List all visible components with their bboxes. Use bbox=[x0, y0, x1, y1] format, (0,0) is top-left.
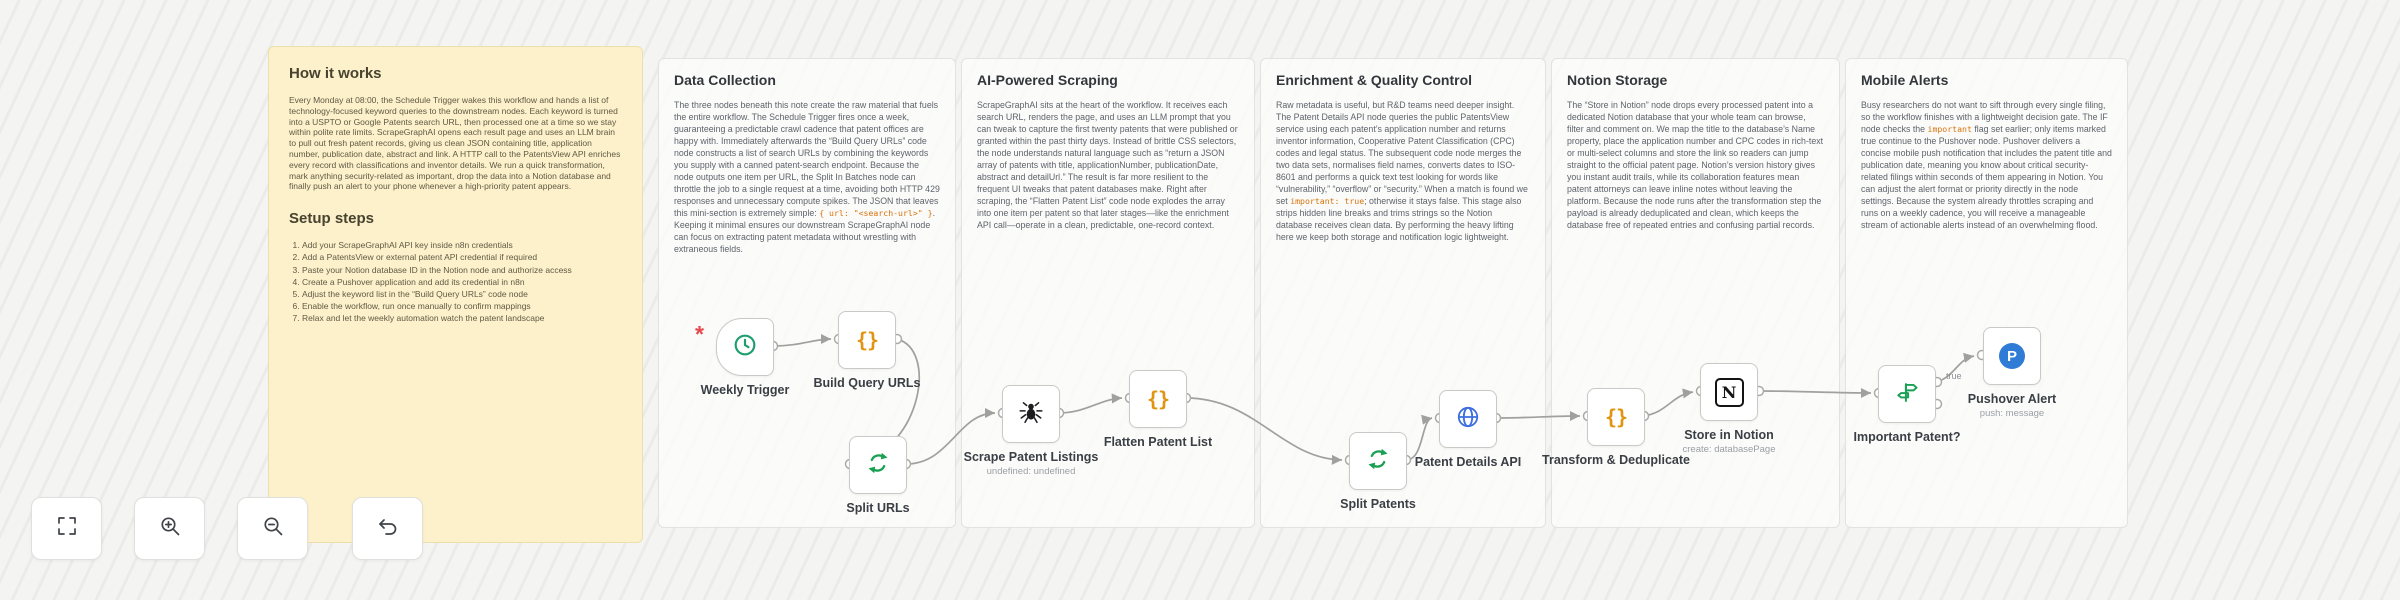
code-braces-icon: {} bbox=[1146, 387, 1170, 411]
setup-step: Add a PatentsView or external patent API… bbox=[302, 251, 622, 263]
loop-icon bbox=[865, 450, 891, 481]
code-braces-icon: {} bbox=[855, 328, 879, 352]
code-braces-icon: {} bbox=[1604, 405, 1628, 429]
node-sublabel: undefined: undefined bbox=[986, 466, 1076, 477]
undo-icon bbox=[376, 514, 400, 543]
node-label: Scrape Patent Listings bbox=[963, 450, 1099, 464]
node-label: Split URLs bbox=[846, 501, 910, 515]
node-label: Weekly Trigger bbox=[700, 383, 790, 397]
node-sublabel: create: databasePage bbox=[1682, 444, 1776, 455]
node-weekly-trigger[interactable]: Weekly Trigger bbox=[660, 318, 830, 397]
zoom-in-button[interactable] bbox=[134, 497, 205, 560]
sticky-subtitle: Setup steps bbox=[289, 210, 375, 228]
node-pushover-alert[interactable]: P Pushover Alert push: message bbox=[1927, 327, 2097, 419]
section-title: AI-Powered Scraping bbox=[977, 72, 1118, 88]
zoom-out-icon bbox=[261, 514, 285, 543]
globe-icon bbox=[1455, 404, 1481, 435]
trigger-issue-marker: * bbox=[695, 321, 704, 347]
section-panel-notion-storage[interactable]: Notion Storage The “Store in Notion” nod… bbox=[1551, 58, 1840, 528]
section-title: Mobile Alerts bbox=[1861, 72, 1949, 88]
zoom-in-icon bbox=[158, 514, 182, 543]
node-transform-deduplicate[interactable]: {} Transform & Deduplicate bbox=[1531, 388, 1701, 467]
sticky-title: How it works bbox=[289, 65, 382, 82]
node-label: Pushover Alert bbox=[1967, 392, 2057, 406]
setup-step: Relax and let the weekly automation watc… bbox=[302, 312, 622, 324]
node-flatten-patent-list[interactable]: {} Flatten Patent List bbox=[1073, 370, 1243, 449]
setup-step: Enable the workflow, run once manually t… bbox=[302, 300, 622, 312]
node-label: Store in Notion bbox=[1684, 428, 1774, 442]
section-panel-data-collection[interactable]: Data Collection The three nodes beneath … bbox=[658, 58, 956, 528]
node-important-patent-if[interactable]: Important Patent? bbox=[1822, 365, 1992, 444]
setup-step: Create a Pushover application and add it… bbox=[302, 276, 622, 288]
node-label: Build Query URLs bbox=[813, 376, 921, 390]
setup-steps-list: Add your ScrapeGraphAI API key inside n8… bbox=[289, 239, 622, 324]
node-label: Split Patents bbox=[1340, 497, 1416, 511]
clock-icon bbox=[732, 332, 758, 363]
pushover-icon: P bbox=[1999, 343, 2025, 369]
fit-view-button[interactable] bbox=[31, 497, 102, 560]
section-panel-mobile-alerts[interactable]: Mobile Alerts Busy researchers do not wa… bbox=[1845, 58, 2128, 528]
node-label: Important Patent? bbox=[1853, 430, 1961, 444]
node-store-in-notion[interactable]: N Store in Notion create: databasePage bbox=[1644, 363, 1814, 455]
section-body: The “Store in Notion” node drops every p… bbox=[1567, 100, 1824, 230]
notion-icon: N bbox=[1714, 377, 1744, 407]
node-label: Transform & Deduplicate bbox=[1542, 453, 1690, 467]
section-title: Data Collection bbox=[674, 72, 776, 88]
fit-view-icon bbox=[55, 514, 79, 543]
spider-icon bbox=[1018, 399, 1044, 430]
sticky-note-how-it-works[interactable]: How it works Every Monday at 08:00, the … bbox=[268, 46, 643, 543]
section-body: The three nodes beneath this note create… bbox=[674, 100, 940, 254]
section-title: Notion Storage bbox=[1567, 72, 1668, 88]
loop-icon bbox=[1365, 446, 1391, 477]
node-label: Patent Details API bbox=[1414, 455, 1522, 469]
node-scrape-patent-listings[interactable]: Scrape Patent Listings undefined: undefi… bbox=[946, 385, 1116, 477]
section-body: Raw metadata is useful, but R&D teams ne… bbox=[1276, 100, 1528, 242]
setup-step: Paste your Notion database ID in the Not… bbox=[302, 264, 622, 276]
section-title: Enrichment & Quality Control bbox=[1276, 72, 1473, 88]
if-signpost-icon bbox=[1894, 379, 1920, 410]
node-split-urls[interactable]: Split URLs bbox=[793, 436, 963, 515]
node-label: Flatten Patent List bbox=[1103, 435, 1213, 449]
node-patent-details-api[interactable]: Patent Details API bbox=[1383, 390, 1553, 469]
sticky-paragraph: Every Monday at 08:00, the Schedule Trig… bbox=[289, 95, 621, 192]
section-body: ScrapeGraphAI sits at the heart of the w… bbox=[977, 100, 1238, 230]
section-body: Busy researchers do not want to sift thr… bbox=[1861, 100, 2112, 230]
undo-button[interactable] bbox=[352, 497, 423, 560]
setup-step: Add your ScrapeGraphAI API key inside n8… bbox=[302, 239, 622, 251]
node-build-query-urls[interactable]: {} Build Query URLs bbox=[782, 311, 952, 390]
setup-step: Adjust the keyword list in the “Build Qu… bbox=[302, 288, 622, 300]
zoom-out-button[interactable] bbox=[237, 497, 308, 560]
node-sublabel: push: message bbox=[1979, 408, 2045, 419]
